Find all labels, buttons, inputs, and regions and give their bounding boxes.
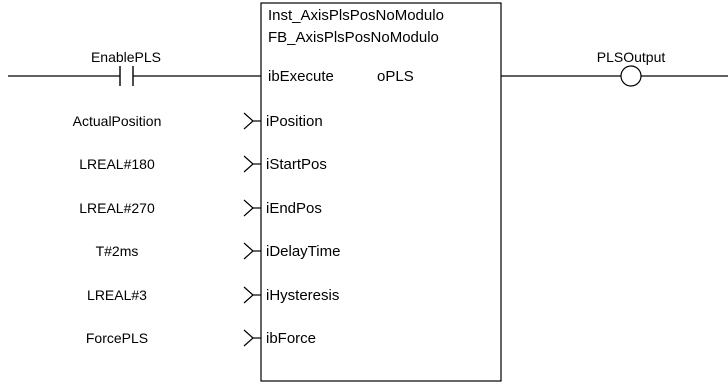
input-row-3: LREAL#270 iEndPos — [79, 199, 322, 217]
input-value-3: LREAL#270 — [79, 200, 155, 216]
pin-ibExecute: ibExecute — [268, 68, 334, 85]
input-row-1: ActualPosition iPosition — [73, 112, 323, 130]
pin-ibForce: ibForce — [266, 330, 316, 347]
input-row-6: ForcePLS ibForce — [86, 329, 316, 347]
block-type-name: FB_AxisPlsPosNoModulo — [268, 29, 439, 46]
input-value-2: LREAL#180 — [79, 156, 155, 172]
input-connector-6 — [243, 329, 254, 347]
input-connector-3 — [243, 199, 254, 217]
pin-iDelayTime: iDelayTime — [266, 243, 340, 260]
input-value-6: ForcePLS — [86, 330, 148, 346]
enable-contact[interactable] — [119, 66, 134, 86]
contact-label: EnablePLS — [91, 49, 161, 65]
input-row-5: LREAL#3 iHysteresis — [87, 286, 339, 304]
pin-iStartPos: iStartPos — [266, 156, 327, 173]
pin-oPLS: oPLS — [377, 68, 414, 85]
pin-iEndPos: iEndPos — [266, 200, 322, 217]
output-coil[interactable] — [620, 65, 642, 87]
input-value-5: LREAL#3 — [87, 287, 147, 303]
input-connector-5 — [243, 286, 254, 304]
input-connector-1 — [243, 112, 254, 130]
input-row-4: T#2ms iDelayTime — [96, 242, 340, 260]
input-connector-2 — [243, 155, 254, 173]
input-row-2: LREAL#180 iStartPos — [79, 155, 327, 173]
pin-iHysteresis: iHysteresis — [266, 287, 339, 304]
pin-iPosition: iPosition — [266, 113, 323, 130]
function-block-body[interactable] — [260, 2, 502, 382]
input-connector-4 — [243, 242, 254, 260]
input-value-4: T#2ms — [96, 243, 139, 259]
block-instance-name: Inst_AxisPlsPosNoModulo — [268, 7, 444, 24]
coil-label: PLSOutput — [597, 49, 666, 65]
input-value-1: ActualPosition — [73, 113, 162, 129]
